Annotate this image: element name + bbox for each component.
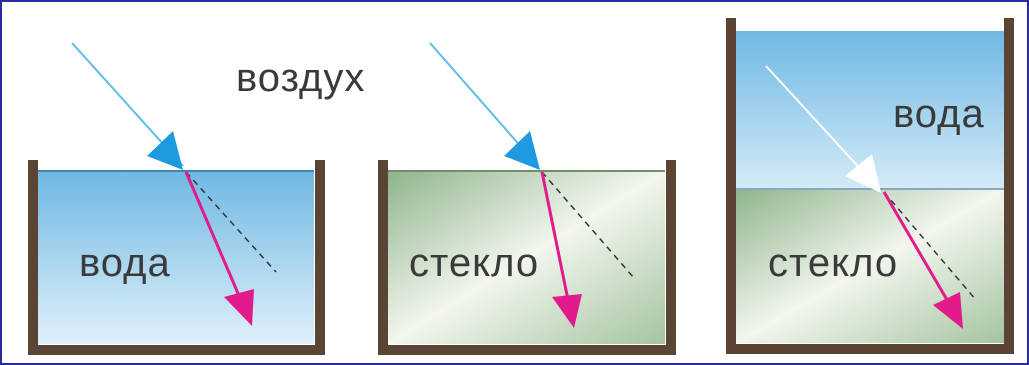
label-glass: стекло: [409, 243, 539, 283]
label-air: воздух: [236, 58, 365, 98]
label-water: вода: [79, 243, 171, 283]
label-glass-lower: стекло: [768, 243, 898, 283]
container-water: [33, 160, 320, 350]
label-water-upper: вода: [893, 94, 985, 134]
